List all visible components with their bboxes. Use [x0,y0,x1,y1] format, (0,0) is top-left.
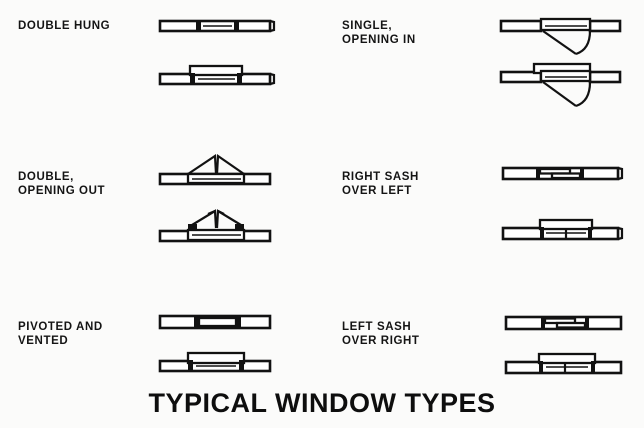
label-pivoted-and-vented: PIVOTED AND VENTED [18,321,103,347]
figure-pivoted-and-vented-open [158,348,276,376]
figure-double-hung-open [158,58,276,90]
figure-title: TYPICAL WINDOW TYPES [148,388,496,418]
label-double-opening-out: DOUBLE, OPENING OUT [18,171,106,197]
label-double-hung: DOUBLE HUNG [18,20,111,32]
label-right-sash-over-left: RIGHT SASH OVER LEFT [342,171,419,197]
figure-right-sash-over-left-closed [500,160,624,186]
figure-double-hung-closed [158,14,276,38]
figure-pivoted-and-vented-closed [158,310,276,334]
figure-double-opening-out-closed [158,150,276,192]
figure-single-opening-in-open [498,59,624,111]
figure-left-sash-over-right-open [503,348,631,380]
figure-single-opening-in-closed [498,13,624,59]
label-left-sash-over-right: LEFT SASH OVER RIGHT [342,321,420,347]
label-single-opening-in: SINGLE, OPENING IN [342,20,416,46]
figure-double-opening-out-open [158,203,276,249]
figure-left-sash-over-right-closed [503,310,627,336]
figure-right-sash-over-left-open [500,213,624,247]
